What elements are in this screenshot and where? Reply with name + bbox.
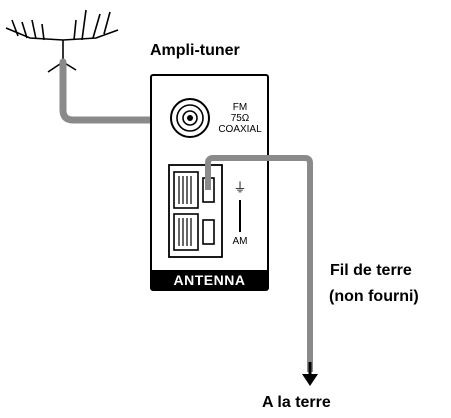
earth-label: A la terre <box>262 394 331 411</box>
device-title: Ampli-tuner <box>150 42 240 59</box>
fm-coaxial-jack <box>170 98 210 138</box>
fm-cable <box>59 58 190 124</box>
antenna-panel-label: ANTENNA <box>174 272 246 288</box>
antenna-label-bar <box>151 270 268 290</box>
ground-wire-label: Fil de terre <box>330 262 412 279</box>
arrow-down-icon <box>302 362 318 386</box>
fm-label: FM <box>233 102 247 113</box>
fm-coaxial-label: COAXIAL <box>218 124 262 135</box>
ground-symbol-icon: ⏚ <box>233 180 246 195</box>
ground-wire-note: (non fourni) <box>329 288 419 305</box>
am-terminal-block <box>168 164 223 258</box>
am-label: AM <box>233 236 248 247</box>
ground-wire <box>205 155 313 372</box>
fm-impedance-label: 75Ω <box>231 113 250 124</box>
